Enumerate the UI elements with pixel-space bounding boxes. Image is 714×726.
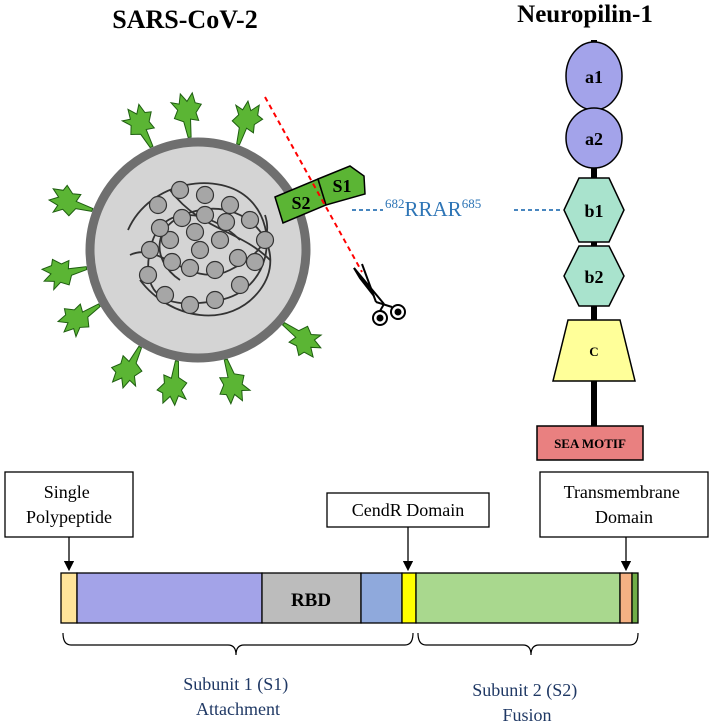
- nucleocapsid-bead: [180, 258, 200, 278]
- svg-text:Subunit 2 (S2) Fusion: Subunit 2 (S2) Fusion: [472, 680, 582, 725]
- sea-motif-shape: [536, 425, 644, 461]
- cleavage-line: [264, 96, 363, 273]
- spike-protein-icon: [110, 345, 143, 390]
- virus-title: SARS-CoV-2: [112, 5, 257, 34]
- nucleocapsid-bead: [148, 195, 168, 215]
- spike-protein-bar: [60, 572, 639, 624]
- nucleocapsid-beads: [138, 180, 275, 315]
- sea-motif-label: SEA MOTIF: [554, 436, 626, 451]
- nucleocapsid-bead: [185, 222, 205, 242]
- domain-a1-label: a1: [585, 67, 603, 87]
- nucleocapsid-bead: [138, 265, 158, 285]
- domain-b2-label: b2: [584, 267, 603, 287]
- motif-sequence: RRAR: [405, 197, 462, 221]
- scissors-icon: [353, 263, 406, 326]
- nucleocapsid-bead: [205, 260, 225, 280]
- virus-particle: [40, 91, 323, 407]
- domain-a2-label: a2: [585, 129, 603, 149]
- nucleocapsid-bead: [162, 252, 182, 272]
- nucleocapsid-bead: [172, 208, 192, 228]
- nucleocapsid-bead: [180, 295, 200, 315]
- motif-label: 682RRAR685: [385, 196, 481, 221]
- svg-text:Subunit 1 (S1) Attachment: Subunit 1 (S1) Attachment: [183, 674, 293, 719]
- callout-line-2: Polypeptide: [26, 507, 112, 527]
- callout-box: [539, 471, 709, 538]
- motif-start: 682: [385, 196, 405, 211]
- callout-transmembrane-domain: Transmembrane Domain: [539, 471, 709, 572]
- callout-line-1: Single: [44, 482, 90, 502]
- nucleocapsid-bead: [140, 240, 160, 260]
- domain-b2-shape: [563, 245, 625, 307]
- spike-protein-icon: [169, 91, 203, 138]
- nucleocapsid-bead: [190, 240, 210, 260]
- spike-protein-icon: [231, 99, 264, 146]
- cendr-segment: [401, 572, 417, 624]
- svg-text:Transmembrane Domain: Transmembrane Domain: [564, 482, 685, 527]
- spike-proteins: [40, 91, 323, 407]
- s1-subunit-block: [317, 165, 366, 206]
- nucleocapsid-bead: [230, 275, 250, 295]
- callout-line-1: CendR Domain: [352, 500, 465, 520]
- domain-c-label: C: [589, 344, 598, 359]
- s2-segment: [415, 572, 621, 624]
- neuropilin-1-receptor: a1 a2 b1 b2 C SEA MOTIF: [536, 40, 644, 461]
- receptor-title: Neuropilin-1: [517, 1, 653, 28]
- s2-label: S2: [291, 193, 310, 213]
- nucleocapsid-bead: [216, 212, 236, 232]
- callout-cendr-domain: CendR Domain: [326, 492, 490, 572]
- nucleocapsid-bead: [240, 210, 260, 230]
- motif-end: 685: [462, 196, 482, 211]
- spike-protein-icon: [156, 360, 188, 407]
- s1-end-segment: [360, 572, 403, 624]
- rbd-segment: [261, 572, 362, 624]
- spike-protein-icon: [218, 358, 252, 405]
- spike-protein-icon: [56, 303, 101, 339]
- spike-protein-icon: [120, 103, 156, 149]
- callout-single-polypeptide: Single Polypeptide: [4, 471, 134, 572]
- nucleocapsid-bead: [210, 230, 230, 250]
- s2-brace: [417, 632, 639, 656]
- nucleocapsid-bead: [205, 290, 225, 310]
- nucleocapsid-bead: [220, 195, 240, 215]
- nucleocapsid-bead: [228, 248, 248, 268]
- nucleocapsid-bead: [160, 230, 180, 250]
- nucleocapsid-bead: [155, 285, 175, 305]
- domain-b1-label: b1: [584, 201, 603, 221]
- spike-protein-icon: [40, 258, 88, 291]
- callout-line-2: Domain: [595, 507, 653, 527]
- rbd-label: RBD: [291, 590, 331, 611]
- spike-protein-icon: [281, 322, 323, 359]
- subunit-2-role: Fusion: [502, 705, 551, 725]
- nucleocapsid-bead: [245, 252, 265, 272]
- s1-brace: [62, 632, 414, 656]
- nucleocapsid-bead: [195, 185, 215, 205]
- s1-label: S1: [332, 176, 351, 196]
- s1-segment: [76, 572, 263, 624]
- nucleocapsid-bead: [255, 230, 275, 250]
- spike-protein-icon: [47, 184, 94, 217]
- domain-a2-shape: [565, 107, 623, 169]
- callout-box: [326, 492, 490, 528]
- signal-peptide-segment: [60, 572, 78, 624]
- domain-b1-shape: [563, 177, 625, 243]
- cytoplasmic-tail-segment: [631, 572, 639, 624]
- subunit-2-name: Subunit 2 (S2): [472, 680, 577, 701]
- svg-text:Single Polypeptide: Single Polypeptide: [26, 482, 112, 527]
- nucleocapsid-bead: [195, 205, 215, 225]
- subunit-1-name: Subunit 1 (S1): [183, 674, 288, 695]
- nucleocapsid-bead: [170, 180, 190, 200]
- nucleocapsid-bead: [150, 218, 170, 238]
- callout-line-1: Transmembrane: [564, 482, 680, 502]
- spike-cleavage-site: S2 S1: [264, 96, 366, 273]
- transmembrane-segment: [619, 572, 633, 624]
- subunit-1-role: Attachment: [196, 699, 280, 719]
- domain-c-shape: [552, 319, 636, 382]
